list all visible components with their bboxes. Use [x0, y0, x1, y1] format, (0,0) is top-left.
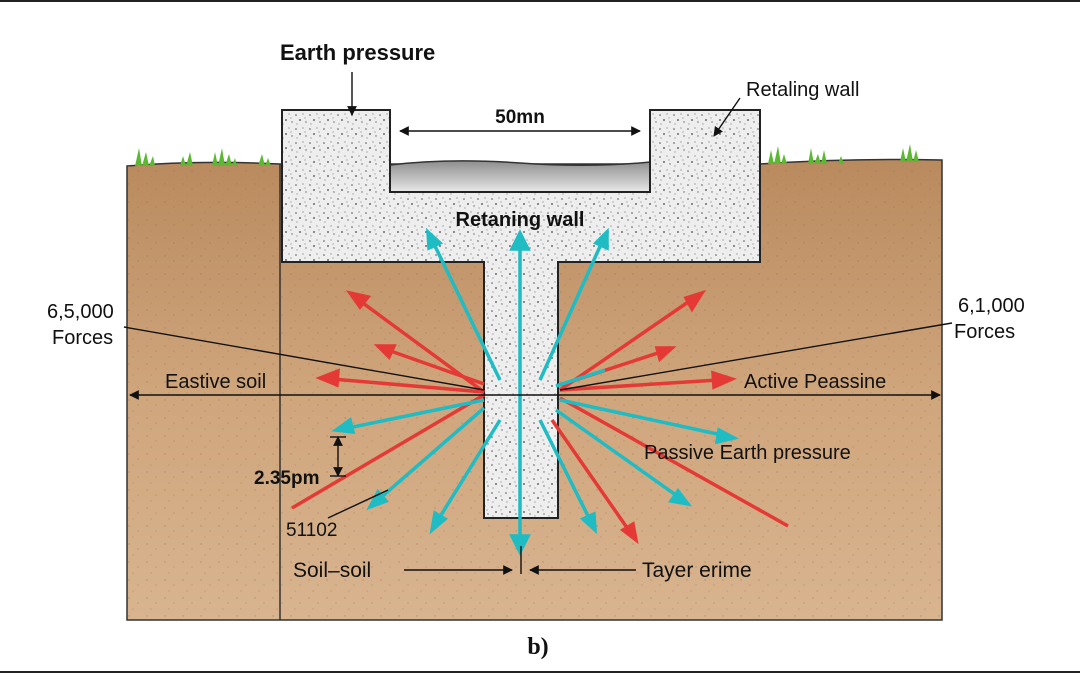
- figure-caption: b): [527, 634, 548, 660]
- teal-force-arrows: [331, 227, 739, 556]
- label-retaining-wall-center: Retaning wall: [456, 209, 585, 231]
- label-code: 51102: [286, 520, 337, 541]
- label-depth: 2.35pm: [254, 468, 319, 489]
- label-soil-soil: Soil–soil: [293, 559, 371, 582]
- label-passive-earth-pressure: Passive Earth pressure: [644, 442, 851, 464]
- label-right-forces-word: Forces: [954, 321, 1015, 343]
- label-width: 50mn: [495, 107, 545, 128]
- label-earth-pressure: Earth pressure: [280, 40, 435, 65]
- label-right-forces-value: 6,1,000: [958, 295, 1025, 317]
- water-channel: [389, 160, 651, 193]
- label-eastive-soil: Eastive soil: [165, 371, 266, 393]
- red-force-arrows: [291, 289, 789, 545]
- label-left-forces-word: Forces: [52, 327, 113, 349]
- label-left-forces-value: 6,5,000: [47, 301, 114, 323]
- annotation-lines: [123, 72, 953, 575]
- label-active-passive: Active Peassine: [744, 371, 886, 393]
- label-tayer-erime: Tayer erime: [642, 559, 752, 582]
- grass-tufts: [135, 144, 919, 166]
- label-retaining-wall-top: Retaling wall: [746, 79, 859, 101]
